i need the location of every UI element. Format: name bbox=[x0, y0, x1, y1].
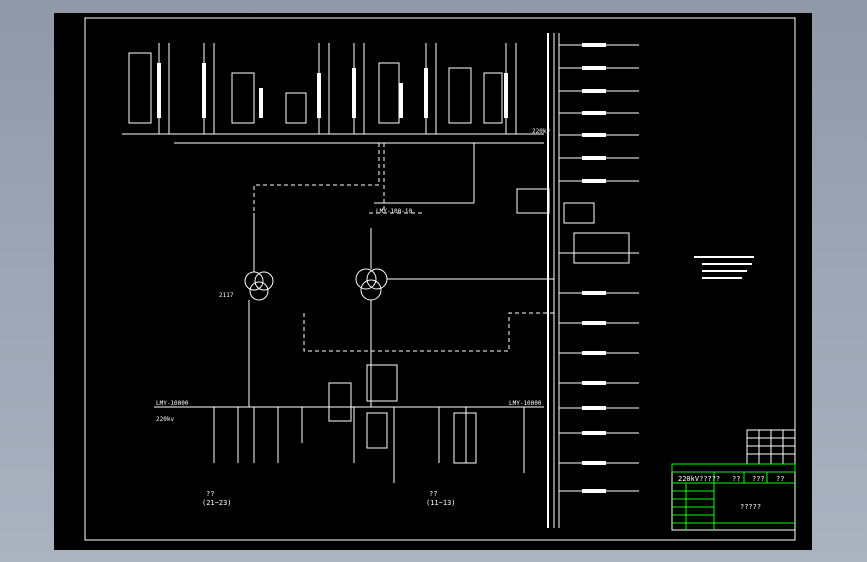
top-bays bbox=[128, 43, 517, 134]
revision-table bbox=[746, 429, 796, 465]
title-block-col2: ??? bbox=[752, 475, 765, 483]
right-feeder-marks bbox=[582, 43, 606, 493]
transformer-right bbox=[355, 228, 554, 407]
bus-left-10-tag: LMY-10000 bbox=[156, 400, 189, 407]
note-block bbox=[694, 256, 754, 279]
mid-tag: LMY-100-10 bbox=[376, 208, 413, 215]
title-block bbox=[671, 463, 796, 531]
title-block-col1: ?? bbox=[732, 475, 740, 483]
transformer-left-label: 2117 bbox=[219, 292, 234, 299]
title-block-project: 220kV????? bbox=[678, 475, 720, 483]
feeder-range-right: (11~13) bbox=[426, 499, 456, 507]
title-block-col3: ?? bbox=[776, 475, 784, 483]
single-line-diagram: 220kv bbox=[84, 17, 796, 541]
feeder-range-left-title: ?? bbox=[206, 490, 214, 498]
title-block-drawing-name: ????? bbox=[740, 503, 761, 511]
feeder-range-left: (21~23) bbox=[202, 499, 232, 507]
right-busbars bbox=[547, 33, 560, 528]
drawing-sheet[interactable]: 220kv bbox=[54, 13, 812, 550]
bus-220kv-tag: 220kv bbox=[532, 128, 550, 135]
feeder-range-right-title: ?? bbox=[429, 490, 437, 498]
control-links bbox=[253, 143, 554, 352]
bus-left-220-tag: 220kv bbox=[156, 416, 174, 423]
bottom-feeders bbox=[213, 364, 525, 483]
right-feeders bbox=[516, 44, 639, 492]
bus-right-10-tag: LMY-10000 bbox=[509, 400, 542, 407]
drawing-border bbox=[84, 17, 796, 541]
transformer-left bbox=[244, 213, 274, 407]
